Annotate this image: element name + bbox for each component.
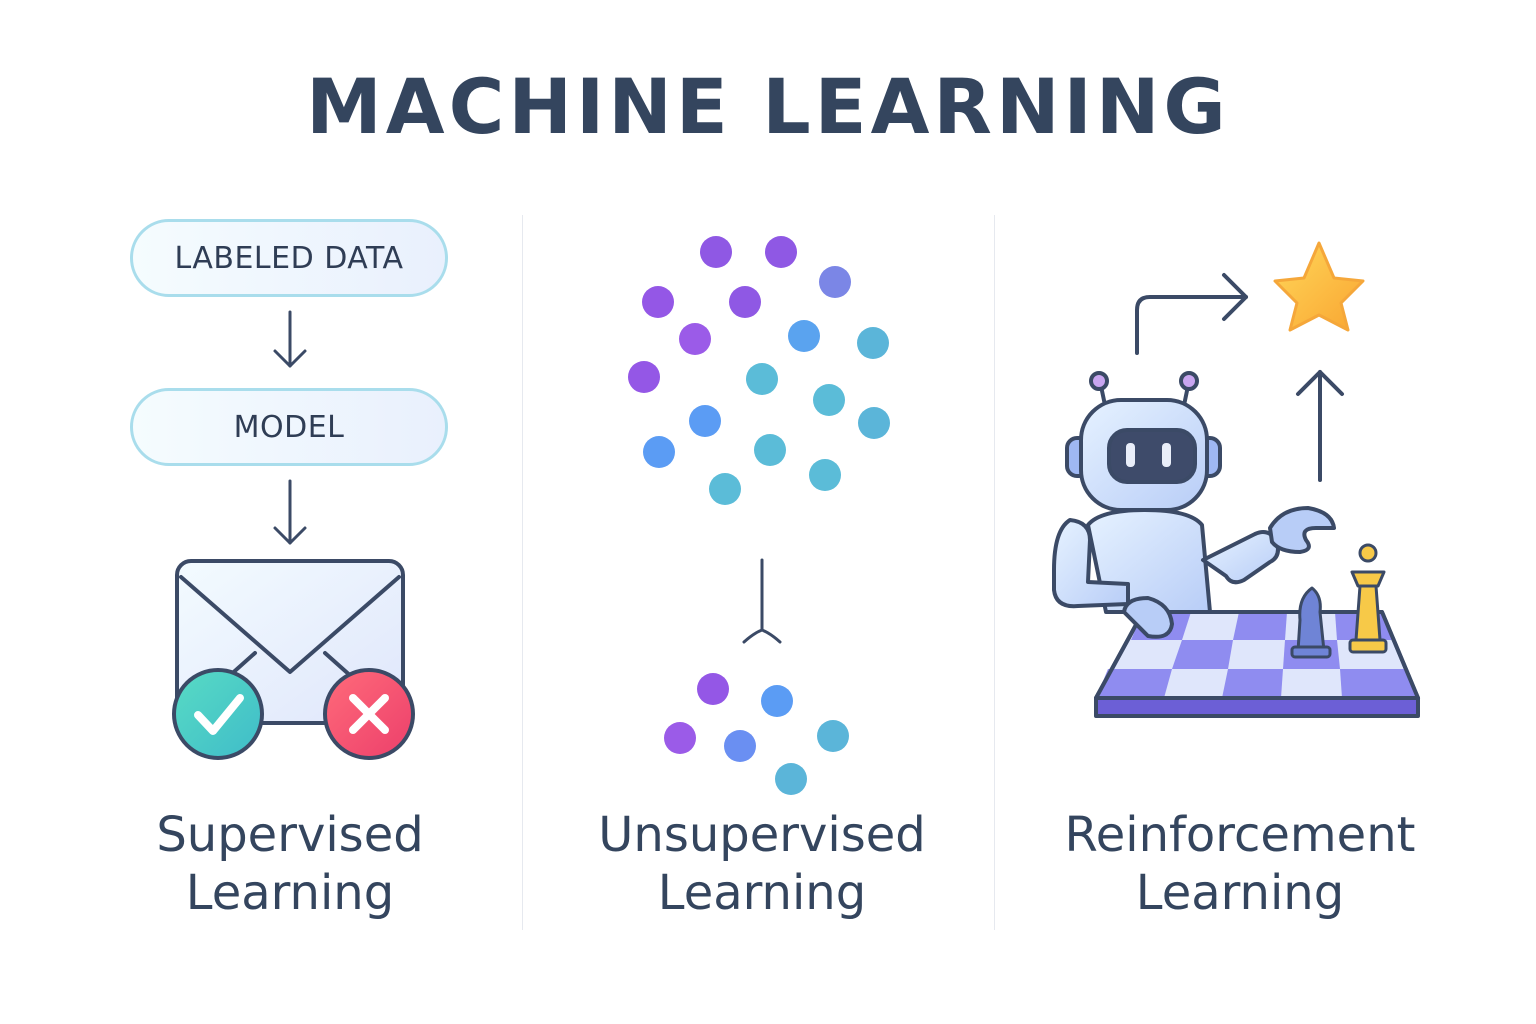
page-title: MACHINE LEARNING (306, 62, 1230, 151)
supervised-label-line1: Supervised (156, 807, 424, 863)
unsupervised-label-line1: Unsupervised (598, 807, 926, 863)
supervised-label-line2: Learning (185, 865, 395, 921)
reinforcement-learning-label: Reinforcement Learning (990, 806, 1490, 922)
unsupervised-label-line2: Learning (657, 865, 867, 921)
scatter-data-points (628, 236, 890, 505)
labeled-data-box: LABELED DATA (130, 219, 448, 297)
reinforcement-label-line1: Reinforcement (1064, 807, 1416, 863)
unsupervised-learning-label: Unsupervised Learning (512, 806, 1012, 922)
arrow-down-2 (273, 479, 307, 545)
chess-piece-knight (1290, 586, 1332, 659)
model-box: MODEL (130, 388, 448, 466)
column-divider-right (994, 215, 995, 930)
reward-arrow-right (1135, 273, 1248, 355)
robot-icon (1052, 371, 1336, 639)
arrow-down-1 (273, 310, 307, 368)
cross-icon (323, 668, 415, 760)
column-divider-left (522, 215, 523, 930)
checkmark-icon (172, 668, 264, 760)
clustering-arrow (742, 558, 782, 644)
reinforcement-label-line2: Learning (1135, 865, 1345, 921)
star-icon (1273, 241, 1365, 332)
supervised-learning-label: Supervised Learning (40, 806, 540, 922)
reward-arrow-up (1296, 370, 1344, 482)
clustered-data-points (664, 673, 849, 795)
chess-piece-king (1348, 543, 1388, 654)
